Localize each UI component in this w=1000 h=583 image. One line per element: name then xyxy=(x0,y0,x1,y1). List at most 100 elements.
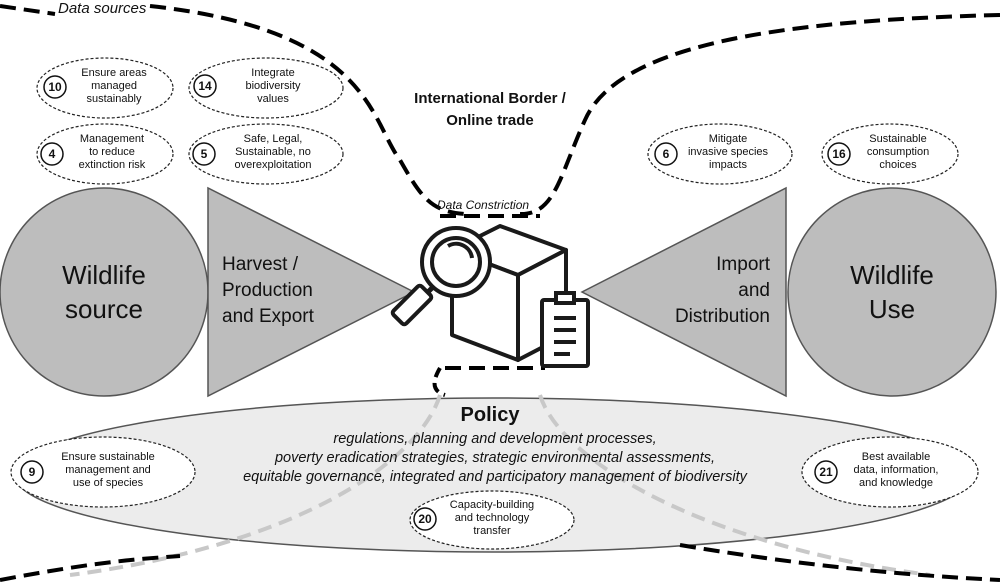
target-6-number: 6 xyxy=(662,147,670,161)
magnifying-glass-icon xyxy=(390,226,492,327)
target-14-number-circle xyxy=(193,74,217,98)
target-9-line1: Ensure sustainable xyxy=(61,451,155,463)
target-4-number-circle xyxy=(40,142,64,166)
harvest-line3: and Export xyxy=(222,306,314,327)
import-triangle xyxy=(580,186,787,398)
target-9-text: Ensure sustainable management and use of… xyxy=(48,451,168,490)
target-21-line2: data, information, xyxy=(853,464,939,476)
target-21-number: 21 xyxy=(819,465,833,479)
target-6-number-circle xyxy=(654,142,678,166)
target-4-number: 4 xyxy=(48,147,56,161)
target-5-line1: Safe, Legal, xyxy=(243,133,303,145)
border-label: International Border / Online trade xyxy=(380,88,600,132)
import-label: Import and Distribution xyxy=(620,252,770,330)
import-line2: and xyxy=(738,280,770,301)
target-10-line2: managed xyxy=(91,80,137,92)
target-20-ellipse xyxy=(409,490,575,550)
data-funnel-bottom-left-outer xyxy=(0,554,181,582)
target-6-line2: invasive species xyxy=(687,146,769,158)
harvest-triangle xyxy=(207,186,416,398)
target-9-line2: management and xyxy=(65,464,151,476)
policy-line1: regulations, planning and development pr… xyxy=(333,431,657,447)
target-20-line1: Capacity-building xyxy=(449,499,535,511)
target-5-number: 5 xyxy=(200,147,208,161)
target-16-line1: Sustainable xyxy=(869,133,927,145)
target-4-line2: to reduce xyxy=(89,146,135,158)
target-9-line3: use of species xyxy=(72,477,144,489)
target-5-number-circle xyxy=(192,142,216,166)
target-14-ellipse xyxy=(188,57,344,119)
wildlife-source-label: Wildlife source xyxy=(20,258,188,326)
target-14-line1: Integrate xyxy=(251,67,295,79)
policy-title: Policy xyxy=(460,404,520,426)
target-5-line2: Sustainable, no xyxy=(235,146,311,158)
target-16-ellipse xyxy=(821,123,959,185)
target-10-text: Ensure areas managed sustainably xyxy=(64,67,164,106)
data-funnel-bottom-right-outer xyxy=(679,543,1000,582)
data-funnel-bottom-left xyxy=(432,366,446,397)
harvest-line2: Production xyxy=(222,280,313,301)
data-funnel-top-left xyxy=(149,4,466,216)
faint-funnel-line-left xyxy=(69,394,442,577)
target-14-line2: biodiversity xyxy=(245,80,301,92)
data-funnel-top-right xyxy=(519,13,1000,217)
target-4-text: Management to reduce extinction risk xyxy=(62,133,162,172)
target-4-line1: Management xyxy=(79,133,145,145)
target-20-text: Capacity-building and technology transfe… xyxy=(436,499,548,538)
wildlife-source-line1: Wildlife xyxy=(62,260,146,290)
policy-description: regulations, planning and development pr… xyxy=(190,430,800,487)
target-5-line3: overexploitation xyxy=(234,159,312,171)
target-16-number-circle xyxy=(827,142,851,166)
target-21-number-circle xyxy=(814,460,838,484)
wildlife-use-line1: Wildlife xyxy=(850,260,934,290)
data-constriction-label: Data Constriction xyxy=(437,198,530,212)
policy-line3: equitable governance, integrated and par… xyxy=(243,469,747,485)
import-line3: Distribution xyxy=(674,306,770,327)
target-20-number-circle xyxy=(413,507,437,531)
target-16-number: 16 xyxy=(832,147,846,161)
target-10-number-circle xyxy=(43,75,67,99)
border-label-line1: International Border / xyxy=(414,90,566,107)
border-label-line2: Online trade xyxy=(446,112,534,129)
target-5-text: Safe, Legal, Sustainable, no overexploit… xyxy=(216,133,330,172)
target-5-ellipse xyxy=(188,123,344,185)
data-sources-top-line xyxy=(0,4,56,16)
policy-line2: poverty eradication strategies, strategi… xyxy=(274,450,716,466)
target-9-number-circle xyxy=(20,460,44,484)
data-sources-label: Data sources xyxy=(58,0,147,17)
target-9-ellipse xyxy=(10,436,196,508)
target-20-number: 20 xyxy=(418,512,432,526)
wildlife-use-circle xyxy=(787,187,997,397)
faint-funnel-line-right xyxy=(538,394,931,577)
target-4-ellipse xyxy=(36,123,174,185)
target-6-ellipse xyxy=(647,123,793,185)
wildlife-source-line2: source xyxy=(64,294,144,324)
harvest-label: Harvest / Production and Export xyxy=(222,252,372,330)
target-6-line1: Mitigate xyxy=(708,133,748,145)
target-16-line2: consumption xyxy=(866,146,930,158)
wildlife-use-line2: Use xyxy=(868,294,916,324)
target-16-text: Sustainable consumption choices xyxy=(848,133,948,172)
target-10-line1: Ensure areas xyxy=(81,67,147,79)
target-21-ellipse xyxy=(801,436,979,508)
target-21-text: Best available data, information, and kn… xyxy=(838,451,954,490)
target-6-text: Mitigate invasive species impacts xyxy=(676,133,780,172)
import-line1: Import xyxy=(716,254,770,275)
target-10-ellipse xyxy=(36,57,174,119)
harvest-line1: Harvest / xyxy=(222,254,299,275)
target-16-line3: choices xyxy=(879,159,917,171)
target-21-line1: Best available xyxy=(861,451,931,463)
target-20-line3: transfer xyxy=(473,525,511,537)
target-14-text: Integrate biodiversity values xyxy=(218,67,328,106)
clipboard-icon xyxy=(540,291,590,368)
target-10-number: 10 xyxy=(48,80,62,94)
target-14-line3: values xyxy=(257,93,289,105)
target-21-line3: and knowledge xyxy=(858,477,933,489)
target-20-line2: and technology xyxy=(454,512,530,524)
target-6-line3: impacts xyxy=(709,159,747,171)
target-14-number: 14 xyxy=(198,79,212,93)
target-4-line3: extinction risk xyxy=(78,159,146,171)
target-9-number: 9 xyxy=(28,465,36,479)
wildlife-use-label: Wildlife Use xyxy=(808,258,976,326)
